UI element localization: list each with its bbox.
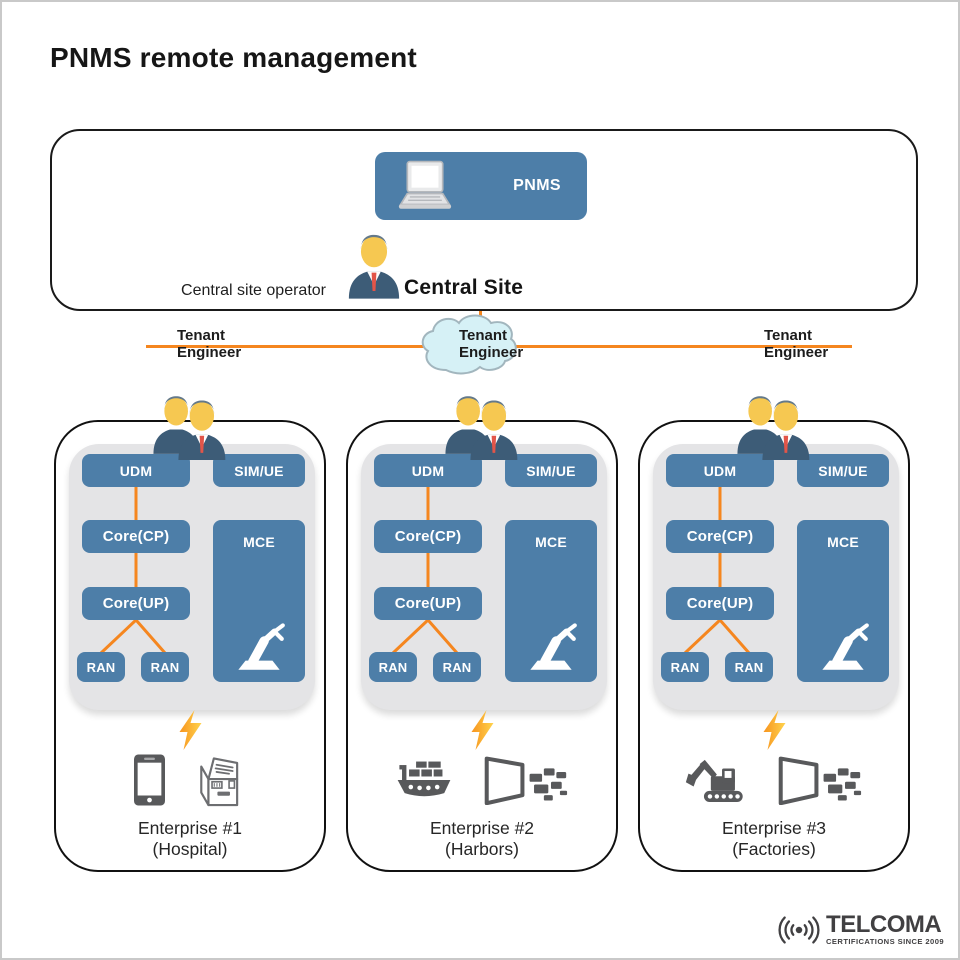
network-panel: UDM SIM/UE Core(CP) Core(UP) RAN RAN MCE [361, 444, 607, 710]
engineers-pair-icon [148, 384, 232, 460]
engineers-pair-icon [732, 384, 816, 460]
enterprise-card-2: UDM SIM/UE Core(CP) Core(UP) RAN RAN MCE… [346, 420, 618, 872]
cargo-ship-icon [395, 758, 453, 802]
enterprise-card-1: UDM SIM/UE Core(CP) Core(UP) RAN RAN MCE… [54, 420, 326, 872]
mce-node: MCE [213, 520, 305, 682]
enterprise-card-3: UDM SIM/UE Core(CP) Core(UP) RAN RAN MCE… [638, 420, 910, 872]
enterprise-icons [348, 752, 616, 808]
network-panel: UDM SIM/UE Core(CP) Core(UP) RAN RAN MCE [653, 444, 899, 710]
engineers-pair-icon [440, 384, 524, 460]
enterprise-label: Enterprise #2 (Harbors) [348, 818, 616, 860]
enterprise-label: Enterprise #1 (Hospital) [56, 818, 324, 860]
sim-ue-node: SIM/UE [505, 454, 597, 487]
ran-node-1: RAN [661, 652, 709, 682]
central-site-operator-label: Central site operator [181, 282, 326, 299]
udm-node: UDM [666, 454, 774, 487]
ran-node-1: RAN [77, 652, 125, 682]
robot-arm-icon [522, 616, 580, 670]
lightning-bolt-icon [761, 710, 788, 750]
enterprise-name: Enterprise #1 [137, 818, 243, 838]
enterprise-kind: (Hospital) [152, 839, 228, 859]
smartphone-icon [134, 754, 165, 806]
ran-node-1: RAN [369, 652, 417, 682]
mce-label: MCE [243, 534, 275, 550]
enterprise-name: Enterprise #3 [721, 818, 827, 838]
tenant-engineer-label-1: Tenant Engineer [177, 327, 273, 361]
radio-signal-icon [778, 912, 820, 948]
enterprise-kind: (Harbors) [445, 839, 519, 859]
robot-arm-icon [814, 616, 872, 670]
udm-node: UDM [374, 454, 482, 487]
medical-kiosk-icon [195, 752, 247, 808]
ran-node-2: RAN [725, 652, 773, 682]
enterprise-name: Enterprise #2 [429, 818, 535, 838]
excavator-icon [685, 757, 747, 804]
mce-label: MCE [827, 534, 859, 550]
network-panel: UDM SIM/UE Core(CP) Core(UP) RAN RAN MCE [69, 444, 315, 710]
enterprise-icons [640, 752, 908, 808]
mce-label: MCE [535, 534, 567, 550]
telcoma-logo: TELCOMA CERTIFICATIONS SINCE 2009 [778, 912, 944, 948]
sim-ue-node: SIM/UE [797, 454, 889, 487]
ran-node-2: RAN [433, 652, 481, 682]
tenant-line2: Engineer [459, 344, 524, 361]
lightning-bolt-icon [469, 710, 496, 750]
tenant-line2: Engineer [764, 344, 829, 361]
tenant-line1: Tenant [177, 327, 226, 344]
core-up-node: Core(UP) [374, 587, 482, 620]
enterprise-kind: (Factories) [732, 839, 816, 859]
tenant-line2: Engineer [177, 344, 242, 361]
screen-projection-icon [483, 755, 569, 805]
tenant-line1: Tenant [459, 327, 508, 344]
laptop-icon [393, 159, 457, 213]
central-site-operator-icon [345, 222, 403, 300]
core-up-node: Core(UP) [82, 587, 190, 620]
core-cp-node: Core(CP) [82, 520, 190, 553]
mce-node: MCE [797, 520, 889, 682]
logo-text: TELCOMA CERTIFICATIONS SINCE 2009 [826, 911, 944, 947]
mce-node: MCE [505, 520, 597, 682]
enterprise-label: Enterprise #3 (Factories) [640, 818, 908, 860]
robot-arm-icon [230, 616, 288, 670]
page-title: PNMS remote management [50, 42, 417, 73]
udm-node: UDM [82, 454, 190, 487]
logo-tagline: CERTIFICATIONS SINCE 2009 [826, 937, 944, 946]
core-cp-node: Core(CP) [374, 520, 482, 553]
tenant-engineer-label-3: Tenant Engineer [764, 327, 860, 361]
lightning-bolt-icon [177, 710, 204, 750]
pnms-label: PNMS [513, 177, 561, 194]
core-cp-node: Core(CP) [666, 520, 774, 553]
ran-node-2: RAN [141, 652, 189, 682]
pnms-node: PNMS [375, 152, 587, 220]
core-up-node: Core(UP) [666, 587, 774, 620]
enterprise-icons [56, 752, 324, 808]
sim-ue-node: SIM/UE [213, 454, 305, 487]
tenant-line1: Tenant [764, 327, 813, 344]
logo-brand: TELCOMA [826, 911, 942, 938]
tenant-engineer-label-2: Tenant Engineer [459, 327, 555, 361]
screen-projection-icon [777, 755, 863, 805]
central-site-label: Central Site [404, 276, 524, 299]
